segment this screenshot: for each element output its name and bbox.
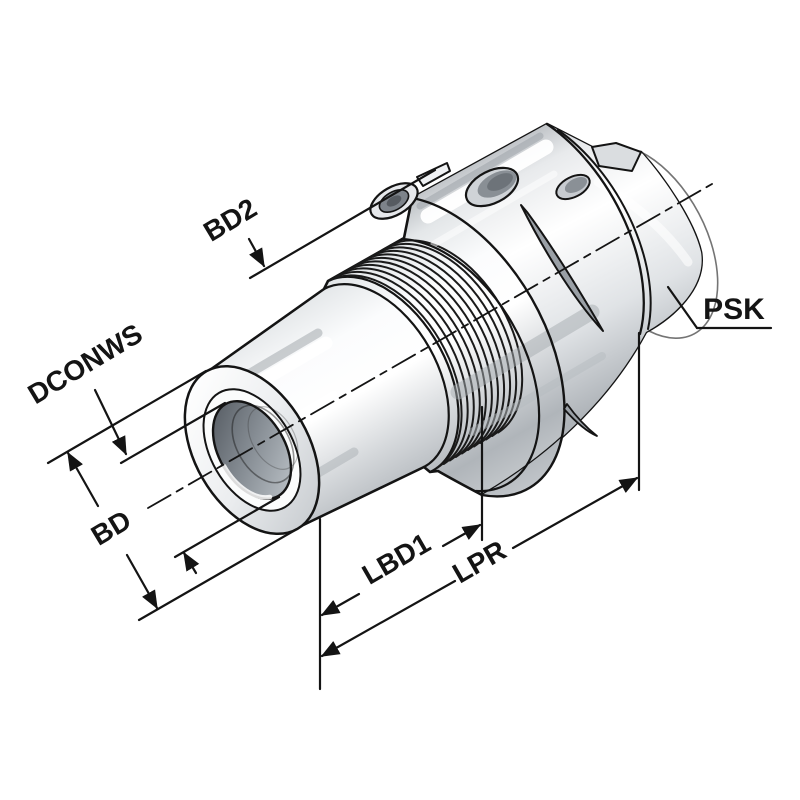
lbd1-segment-left xyxy=(320,592,361,617)
label-lpr: LPR xyxy=(447,534,511,589)
top-hole xyxy=(464,166,520,208)
psk-leader xyxy=(666,285,773,330)
dimension-lbd1 xyxy=(320,523,482,617)
lpr-segment-left xyxy=(320,579,457,658)
label-bd2: BD2 xyxy=(198,192,262,247)
tool-holder-illustration xyxy=(147,122,719,536)
dconws-extension-bottom xyxy=(173,495,281,559)
label-psk: PSK xyxy=(703,293,765,326)
lbd1-segment-right xyxy=(441,523,482,548)
bd2-arrow xyxy=(247,237,266,268)
set-screw xyxy=(369,182,419,220)
flange-rear-arc xyxy=(557,129,652,330)
centerline xyxy=(147,183,713,509)
dimension-bd xyxy=(46,369,299,622)
nose-face xyxy=(183,364,321,536)
label-bd: BD xyxy=(86,504,137,551)
body-slot-lower xyxy=(563,403,598,437)
bd-extension-bottom xyxy=(137,527,299,622)
lpr-segment-right xyxy=(511,476,639,550)
body-top-notch xyxy=(416,162,451,187)
dimension-lpr xyxy=(320,476,639,658)
side-hole xyxy=(555,173,591,201)
shoulder-base-arc xyxy=(410,196,566,498)
flange-front-arc xyxy=(545,122,645,336)
nose-end-arc xyxy=(322,283,450,469)
bd-arrow-down xyxy=(125,553,159,610)
taper-polygon-edge xyxy=(640,151,719,339)
dimension-bd2 xyxy=(247,168,437,280)
label-lbd1: LBD1 xyxy=(357,527,436,590)
dimension-dconws xyxy=(93,388,281,575)
thread-end-arc xyxy=(400,237,541,493)
dconws-arrow-top xyxy=(93,388,128,456)
bd-extension-top xyxy=(46,369,208,465)
dimension-graphics xyxy=(46,168,773,691)
bd-arrow-up xyxy=(66,451,100,508)
thread-start-arc xyxy=(326,275,460,474)
body-slot xyxy=(520,204,604,332)
psk-leader-line xyxy=(666,285,699,330)
flange-drive-notch xyxy=(591,142,642,172)
dconws-extension-top xyxy=(119,401,227,465)
label-dconws: DCONWS xyxy=(22,318,147,410)
dconws-arrow-bottom xyxy=(182,551,200,575)
bd2-extension-line xyxy=(248,168,437,280)
